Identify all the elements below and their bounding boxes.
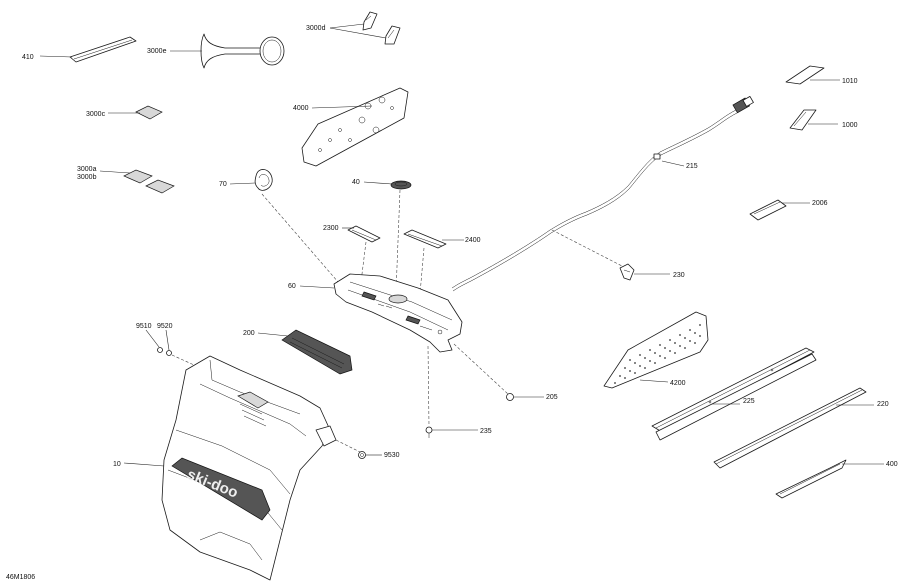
part-3000a-3000b-pads: [123, 169, 175, 194]
part-1000-decal: [789, 109, 817, 131]
part-1010-decal: [785, 65, 825, 85]
callout-205: 205: [546, 394, 558, 401]
callout-1010: 1010: [842, 78, 858, 85]
leader-9520: [165, 329, 170, 351]
dash-2400: [419, 247, 425, 295]
leader-10: [123, 462, 165, 467]
callout-2300: 2300: [323, 225, 339, 232]
part-410-decal: [69, 36, 137, 63]
part-3000c-pad: [135, 105, 163, 120]
part-225-rail: [651, 347, 817, 441]
callout-10: 10: [113, 461, 121, 468]
dash-235: [427, 345, 430, 427]
callout-410: 410: [22, 54, 34, 61]
dash-230: [551, 229, 623, 267]
leader-4000: [311, 105, 373, 109]
callout-235: 235: [480, 428, 492, 435]
dash-205: [453, 343, 509, 395]
part-400-decal: [775, 459, 847, 499]
leader-40: [363, 181, 393, 185]
leader-215: [661, 160, 685, 167]
callout-60: 60: [288, 283, 296, 290]
dash-9530: [335, 439, 361, 453]
part-9530-screw: [358, 451, 366, 459]
callout-225: 225: [743, 398, 755, 405]
dash-70: [261, 193, 346, 291]
callout-400: 400: [886, 461, 898, 468]
callout-3000a: 3000a: [77, 166, 97, 173]
part-4000-plate: [301, 87, 409, 167]
leader-3000a: [99, 170, 131, 174]
part-70-ring: [254, 169, 273, 191]
leader-60: [299, 285, 335, 289]
callout-3000d: 3000d: [306, 25, 326, 32]
part-3000d-brackets: [362, 11, 401, 45]
dash-40: [395, 189, 401, 293]
part-3000e-horn: [200, 33, 285, 69]
part-205-fastener: [506, 393, 514, 401]
callout-4000: 4000: [293, 105, 309, 112]
part-9510-screw: [157, 347, 163, 353]
part-200-badge: [281, 329, 353, 375]
callout-3000b: 3000b: [77, 174, 97, 181]
part-230-clip: [619, 263, 635, 281]
callout-2400: 2400: [465, 237, 481, 244]
part-4200-panel: [603, 311, 709, 389]
leader-70: [229, 182, 256, 185]
callout-3000e: 3000e: [147, 48, 167, 55]
callout-215: 215: [686, 163, 698, 170]
part-9520-screw: [166, 350, 172, 356]
leader-4200: [639, 379, 669, 383]
leader-200: [257, 332, 289, 337]
part-60-console: [333, 273, 463, 353]
callout-1000: 1000: [842, 122, 858, 129]
callout-3000c: 3000c: [86, 111, 106, 118]
callout-70: 70: [219, 181, 227, 188]
part-220-rail: [713, 387, 867, 469]
part-2300-strip: [347, 225, 381, 243]
part-215-cable: [451, 96, 754, 292]
callout-40: 40: [352, 179, 360, 186]
callout-9530: 9530: [384, 452, 400, 459]
callout-2006: 2006: [812, 200, 828, 207]
callout-4200: 4200: [670, 380, 686, 387]
callout-9510: 9510: [136, 323, 152, 330]
leader-9510: [145, 329, 160, 348]
part-235-fastener: [425, 426, 433, 438]
part-10-hood: ski-doo: [161, 355, 337, 581]
part-2400-strip: [403, 229, 447, 249]
part-2006-pad: [749, 199, 787, 221]
callout-230: 230: [673, 272, 685, 279]
drawing-number: 46M1806: [6, 574, 35, 581]
part-40-cap: [390, 180, 412, 190]
leader-410: [39, 55, 73, 58]
callout-200: 200: [243, 330, 255, 337]
callout-220: 220: [877, 401, 889, 408]
callout-9520: 9520: [157, 323, 173, 330]
leader-3000d-a: [329, 23, 365, 29]
leader-3000d-b: [329, 27, 387, 39]
